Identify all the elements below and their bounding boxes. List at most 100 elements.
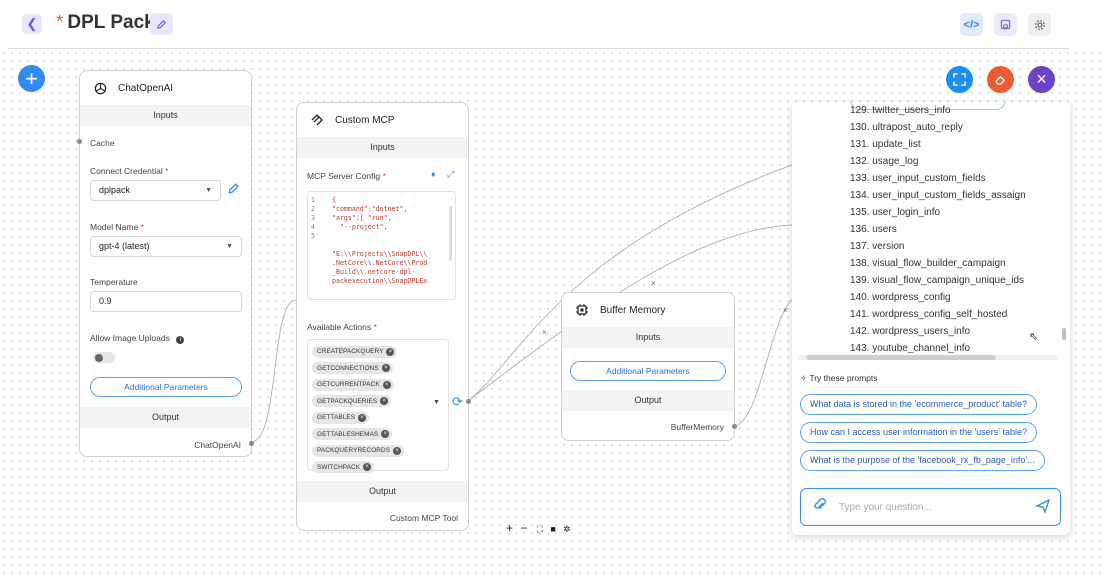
action-chip[interactable]: GETCONNECTIONS× — [312, 362, 393, 374]
canvas-controls: + − ⛶ ■ ✲ — [506, 521, 571, 535]
mcp-output-handle[interactable] — [466, 399, 471, 404]
clear-chat-button[interactable] — [987, 66, 1014, 93]
settings-button[interactable] — [1028, 13, 1051, 36]
action-chip[interactable]: SWITCHPACK× — [312, 461, 375, 473]
send-button[interactable] — [1034, 498, 1051, 519]
remove-chip-icon[interactable]: × — [380, 397, 389, 405]
remove-chip-icon[interactable]: × — [382, 380, 391, 389]
sparkle-icon: ✧ — [800, 373, 808, 383]
table-list-item: 137. version — [850, 241, 905, 252]
table-list-item: 141. wordpress_config_self_hosted — [850, 309, 1008, 320]
additional-parameters-button[interactable]: Additional Parameters — [570, 361, 726, 381]
caret-down-icon[interactable]: ▼ — [433, 399, 440, 406]
action-chip[interactable]: GETTABLES× — [312, 411, 370, 424]
header-divider — [8, 48, 1070, 49]
lightbulb-icon[interactable]: ♦ — [431, 169, 436, 179]
mcp-config-label: MCP Server Config * — [307, 171, 386, 181]
add-node-button[interactable]: + — [18, 65, 45, 92]
edit-title-button[interactable] — [150, 13, 173, 35]
back-button[interactable]: ❮ — [22, 14, 42, 34]
output-handle[interactable] — [249, 441, 254, 446]
action-chip-label: GETCURRENTPACK — [317, 381, 380, 388]
refresh-icon[interactable]: ⟳ — [452, 394, 463, 409]
remove-chip-icon[interactable]: × — [381, 364, 390, 372]
buffer-memory-node[interactable]: Buffer Memory Inputs Additional Paramete… — [561, 292, 737, 441]
action-chip[interactable]: GETPACKQUERIES× — [312, 395, 392, 407]
output-handle[interactable] — [732, 424, 737, 429]
action-chip[interactable]: PACKQUERYRECORDS× — [312, 444, 405, 457]
close-chat-button[interactable]: × — [1028, 66, 1055, 93]
chat-input-box — [800, 488, 1061, 526]
action-chip[interactable]: GETCURRENTPACK× — [312, 378, 394, 391]
view-code-button[interactable]: </> — [960, 13, 983, 36]
background-toggle-icon[interactable]: ✲ — [563, 524, 571, 534]
remove-chip-icon[interactable]: × — [358, 413, 367, 422]
remove-chip-icon[interactable]: × — [363, 463, 372, 471]
action-chip[interactable]: GETTABLESHEMAS× — [312, 428, 393, 440]
chatopenai-node[interactable]: ChatOpenAI Inputs Cache Connect Credenti… — [77, 70, 254, 457]
code-line: packexecution\\SnapDPLEx — [332, 277, 428, 285]
save-button[interactable] — [994, 13, 1017, 36]
action-chip[interactable]: CREATEPACKQUERY× — [312, 345, 398, 358]
node-header: ChatOpenAI — [80, 71, 251, 105]
output-section-label: Output — [80, 407, 251, 428]
action-chip-label: SWITCHPACK — [317, 463, 361, 471]
temperature-value: 0.9 — [99, 296, 112, 306]
pencil-icon — [157, 19, 166, 29]
zoom-in-button[interactable]: + — [506, 521, 514, 535]
prompt-suggestion[interactable]: How can I access user information in the… — [800, 422, 1038, 443]
memory-chip-icon — [574, 302, 590, 318]
close-icon: × — [1036, 69, 1047, 89]
inputs-section-label: Inputs — [80, 105, 251, 126]
action-chip-label: CREATEPACKQUERY — [317, 348, 384, 355]
remove-chip-icon[interactable]: × — [386, 347, 395, 356]
vertical-scrollbar[interactable] — [1062, 328, 1066, 340]
code-line-number: 2 — [311, 205, 315, 213]
openai-icon — [92, 80, 108, 96]
lock-icon[interactable]: ■ — [550, 524, 556, 534]
code-line: "E:\\Projects\\SnapDPL\\ — [332, 250, 428, 258]
cache-input-handle[interactable] — [77, 139, 82, 144]
prompts-header: ✧ Try these prompts — [800, 373, 878, 383]
inputs-section-label: Inputs — [562, 327, 734, 348]
mcp-config-editor[interactable]: 1{2"command":"dotnet",3"args":[ "run",4 … — [307, 191, 456, 300]
code-line-number: 3 — [311, 214, 315, 222]
image-uploads-toggle[interactable] — [93, 352, 115, 363]
paperclip-icon[interactable] — [813, 497, 827, 518]
temperature-input[interactable]: 0.9 — [90, 291, 242, 312]
available-actions-select[interactable]: CREATEPACKQUERY×GETCONNECTIONS×GETCURREN… — [307, 339, 449, 473]
edit-credential-button[interactable] — [227, 182, 240, 197]
model-select[interactable]: gpt-4 (latest)▼ — [90, 236, 242, 257]
table-list-item: 135. user_login_info — [850, 207, 941, 218]
fit-view-icon[interactable]: ⛶ — [536, 524, 544, 534]
remove-chip-icon[interactable]: × — [381, 430, 390, 438]
inputs-section-label: Inputs — [297, 137, 468, 158]
temperature-label: Temperature — [90, 277, 138, 287]
caret-down-icon: ▼ — [205, 187, 212, 194]
action-chip-label: GETCONNECTIONS — [317, 364, 379, 372]
code-icon: </> — [963, 18, 980, 31]
editor-scrollbar[interactable] — [449, 206, 452, 261]
output-name: BufferMemory — [670, 422, 724, 432]
zoom-out-button[interactable]: − — [520, 521, 528, 535]
credential-label: Connect Credential * — [90, 166, 169, 176]
horizontal-scrollbar[interactable] — [798, 355, 1058, 360]
expand-icon[interactable]: ⤢ — [447, 169, 455, 179]
prompt-suggestion[interactable]: What data is stored in the 'ecommerce_pr… — [800, 394, 1038, 415]
additional-parameters-button[interactable]: Additional Parameters — [90, 377, 242, 397]
code-line-number: 4 — [311, 223, 315, 231]
output-section-label: Output — [562, 390, 734, 411]
table-list-item: 143. youtube_channel_info — [850, 343, 971, 354]
custom-mcp-node[interactable]: Custom MCP Inputs MCP Server Config * ♦ … — [296, 102, 469, 531]
expand-chat-button[interactable] — [946, 66, 973, 93]
action-chip-label: PACKQUERYRECORDS — [317, 447, 391, 454]
credential-select[interactable]: dplpack▼ — [90, 180, 221, 201]
code-line: "command":"dotnet", — [332, 205, 408, 213]
action-chip-label: GETPACKQUERIES — [317, 397, 378, 405]
page-title: *DPL Pack — [56, 12, 155, 34]
remove-chip-icon[interactable]: × — [393, 446, 402, 455]
action-chip-label: GETTABLESHEMAS — [317, 430, 379, 438]
chat-question-input[interactable] — [839, 498, 1019, 516]
table-list-item: 133. user_input_custom_fields — [850, 173, 986, 184]
prompt-suggestion[interactable]: What is the purpose of the 'facebook_rx_… — [800, 450, 1045, 471]
